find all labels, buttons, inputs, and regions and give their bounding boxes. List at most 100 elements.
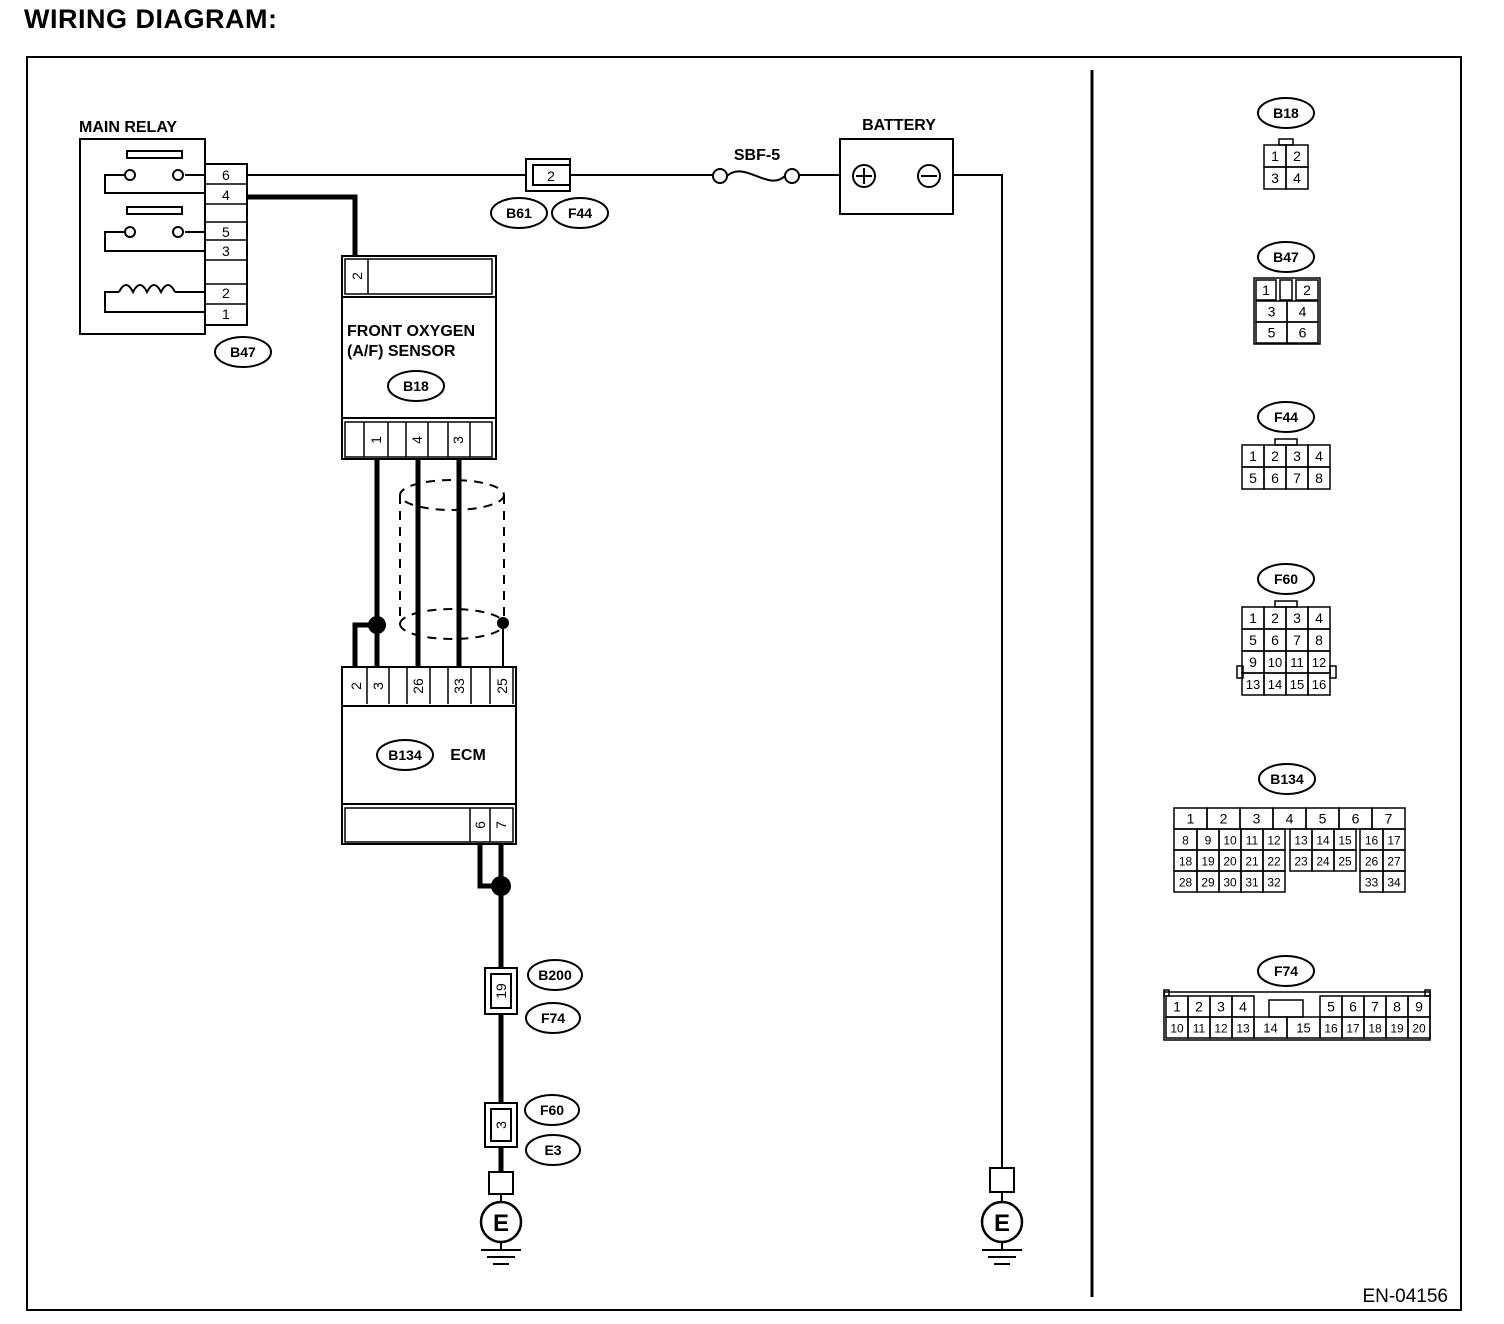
- svg-text:3: 3: [493, 1121, 509, 1129]
- cavity-number: 4: [1315, 610, 1323, 626]
- cavity-number: 23: [1294, 855, 1308, 869]
- cavity-number: 32: [1267, 876, 1281, 890]
- cavity-number: 3: [1293, 448, 1301, 464]
- cavity-number: 9: [1249, 654, 1257, 670]
- fuse-sbf5: SBF-5: [712, 147, 840, 184]
- battery-label: BATTERY: [862, 117, 936, 134]
- connector-tag-b47: [1257, 241, 1315, 273]
- cavity-number: 1: [1249, 448, 1257, 464]
- cavity-number: 12: [1267, 834, 1281, 848]
- battery-positive-icon: [852, 164, 876, 188]
- svg-text:2: 2: [348, 682, 364, 690]
- shield-splice-dot: [497, 617, 509, 629]
- cavity-number: 10: [1268, 655, 1282, 670]
- relay-pin-2: 2: [222, 285, 230, 301]
- cavity-number: 24: [1316, 855, 1330, 869]
- cavity-number: 10: [1223, 834, 1237, 848]
- cavity-number: 19: [1390, 1022, 1404, 1036]
- connector-tag-b134: [376, 739, 434, 771]
- svg-text:19: 19: [493, 983, 509, 999]
- svg-text:25: 25: [494, 678, 510, 694]
- joint-b200-f74: 19 B200 F74: [484, 959, 583, 1034]
- cavity-number: 15: [1290, 677, 1304, 692]
- cavity-number: 3: [1217, 999, 1225, 1015]
- connector-tag-f74: [525, 1002, 581, 1034]
- svg-text:7: 7: [493, 821, 509, 829]
- cavity-number: 16: [1324, 1022, 1338, 1036]
- connector-tag-b18: [387, 370, 445, 402]
- cavity-number: 34: [1387, 876, 1401, 890]
- cavity-number: 19: [1201, 855, 1215, 869]
- cavity-number: 14: [1268, 677, 1282, 692]
- sensor-label-line1: FRONT OXYGEN: [347, 323, 475, 340]
- cavity-number: 11: [1246, 834, 1259, 848]
- svg-text:1: 1: [368, 436, 384, 444]
- svg-text:2: 2: [349, 272, 365, 280]
- cavity-number: 16: [1365, 834, 1379, 848]
- ground-icon: E: [479, 1171, 523, 1265]
- cavity-number: 9: [1205, 834, 1212, 848]
- svg-text:B200: B200: [538, 967, 572, 983]
- wire-battery-ground: [953, 174, 1003, 1168]
- cavity-number: 21: [1245, 855, 1259, 869]
- cavity-number: 7: [1293, 632, 1301, 648]
- main-relay: MAIN RELAY 6 4 5 3 2 1 B47: [79, 119, 272, 368]
- cavity-number: 3: [1253, 811, 1261, 827]
- cavity-number: 14: [1316, 834, 1330, 848]
- svg-text:E3: E3: [544, 1142, 561, 1158]
- connector-tag-b134: [1258, 763, 1316, 795]
- cavity-number: 26: [1365, 855, 1379, 869]
- cavity-number: 14: [1263, 1021, 1277, 1036]
- cavity-number: 2: [1293, 148, 1301, 164]
- cavity-number: 11: [1290, 655, 1304, 670]
- connector-view-title: B18: [1273, 105, 1299, 121]
- diagram-frame: [26, 56, 1462, 1311]
- figure-code: EN-04156: [1362, 1286, 1448, 1307]
- cavity-number: 11: [1193, 1022, 1206, 1036]
- cavity-number: 22: [1267, 855, 1281, 869]
- page-title: WIRING DIAGRAM:: [24, 4, 278, 34]
- cavity-number: 2: [1303, 282, 1311, 298]
- cavity-number: 7: [1385, 811, 1393, 827]
- cavity-number: 13: [1236, 1022, 1250, 1036]
- cavity-number: 8: [1315, 470, 1323, 486]
- front-oxygen-sensor: 2 FRONT OXYGEN (A/F) SENSOR B18 1 4 3: [341, 255, 497, 460]
- cavity-number: 3: [1271, 170, 1279, 186]
- cavity-number: 13: [1294, 834, 1308, 848]
- cavity-number: 28: [1179, 876, 1193, 890]
- joint-b61-f44: 2 B61 F44: [490, 158, 609, 229]
- sensor-label-line2: (A/F) SENSOR: [347, 343, 456, 360]
- cavity-number: 17: [1387, 834, 1401, 848]
- cavity-number: 9: [1415, 999, 1423, 1015]
- svg-text:3: 3: [450, 436, 466, 444]
- cavity-number: 4: [1299, 304, 1307, 320]
- cavity-number: 1: [1173, 999, 1181, 1015]
- connector-tag-f60: [1257, 563, 1315, 595]
- splice-dot: [368, 616, 386, 634]
- connector-tag-e3: [525, 1134, 581, 1166]
- svg-text:B18: B18: [403, 378, 429, 394]
- ecm-label: ECM: [450, 747, 486, 764]
- connector-view-title: F74: [1274, 963, 1298, 979]
- svg-text:F44: F44: [568, 205, 592, 221]
- relay-pin-5: 5: [222, 224, 230, 240]
- cavity-number: 20: [1412, 1022, 1426, 1036]
- cavity-number: 5: [1319, 811, 1327, 827]
- cavity-number: 6: [1271, 632, 1279, 648]
- cavity-number: 8: [1315, 632, 1323, 648]
- cavity-number: 29: [1201, 876, 1215, 890]
- svg-text:6: 6: [472, 821, 488, 829]
- connector-tag-b47-label: B47: [230, 344, 256, 360]
- cavity-number: 2: [1220, 811, 1228, 827]
- joint-f60-e3: 3 F60 E3: [484, 1094, 581, 1166]
- cavity-number: 30: [1223, 876, 1237, 890]
- relay-pin-1: 1: [222, 306, 230, 322]
- connector-tag-b47: [214, 336, 272, 368]
- battery-negative-icon: [917, 164, 941, 188]
